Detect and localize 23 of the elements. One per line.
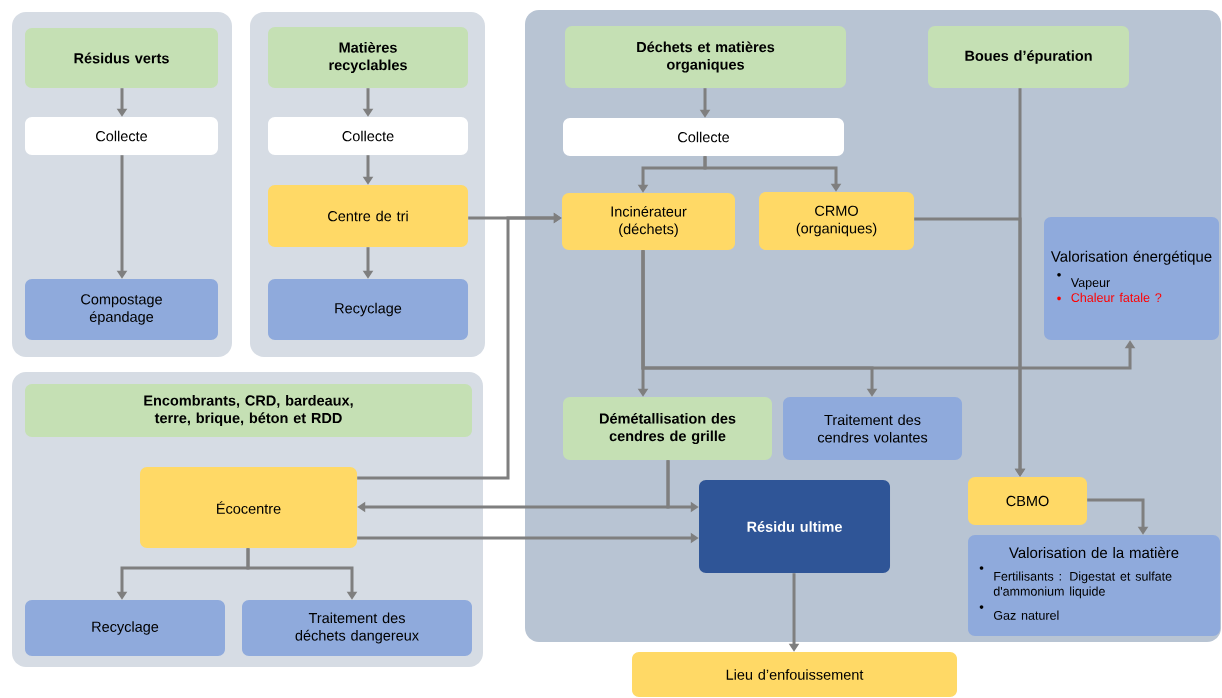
process-box: Valorisation de la matière Fertilisants : Digestat et sulfate d'ammonium liquide Gaz naturel bbox=[968, 535, 1220, 636]
process-box: Traitement des déchets dangereux bbox=[242, 600, 472, 656]
process-box: Démétallisation des cendres de grille bbox=[563, 397, 772, 460]
process-box: Incinérateur (déchets) bbox=[562, 193, 735, 250]
process-box: Résidus verts bbox=[25, 28, 218, 88]
process-box: Collecte bbox=[563, 118, 844, 156]
process-box: Recyclage bbox=[268, 279, 468, 340]
process-box: Collecte bbox=[268, 117, 468, 155]
process-box: Valorisation énergétique Vapeur Chaleur fatale ? bbox=[1044, 217, 1219, 340]
process-box: Traitement des cendres volantes bbox=[783, 397, 962, 460]
process-box: Lieu d’enfouissement bbox=[632, 652, 957, 697]
process-box: Résidu ultime bbox=[699, 480, 890, 573]
process-box: Encombrants, CRD, bardeaux, terre, brique, béton et RDD bbox=[25, 384, 472, 437]
process-box: CRMO (organiques) bbox=[759, 192, 914, 250]
process-box: CBMO bbox=[968, 477, 1087, 525]
process-box: Centre de tri bbox=[268, 185, 468, 247]
process-box: Compostage épandage bbox=[25, 279, 218, 340]
process-box: Recyclage bbox=[25, 600, 225, 656]
process-box: Matières recyclables bbox=[268, 27, 468, 88]
process-box: Boues d’épuration bbox=[928, 26, 1129, 88]
process-box: Écocentre bbox=[140, 467, 357, 548]
process-box: Déchets et matières organiques bbox=[565, 26, 846, 88]
process-box: Collecte bbox=[25, 117, 218, 155]
